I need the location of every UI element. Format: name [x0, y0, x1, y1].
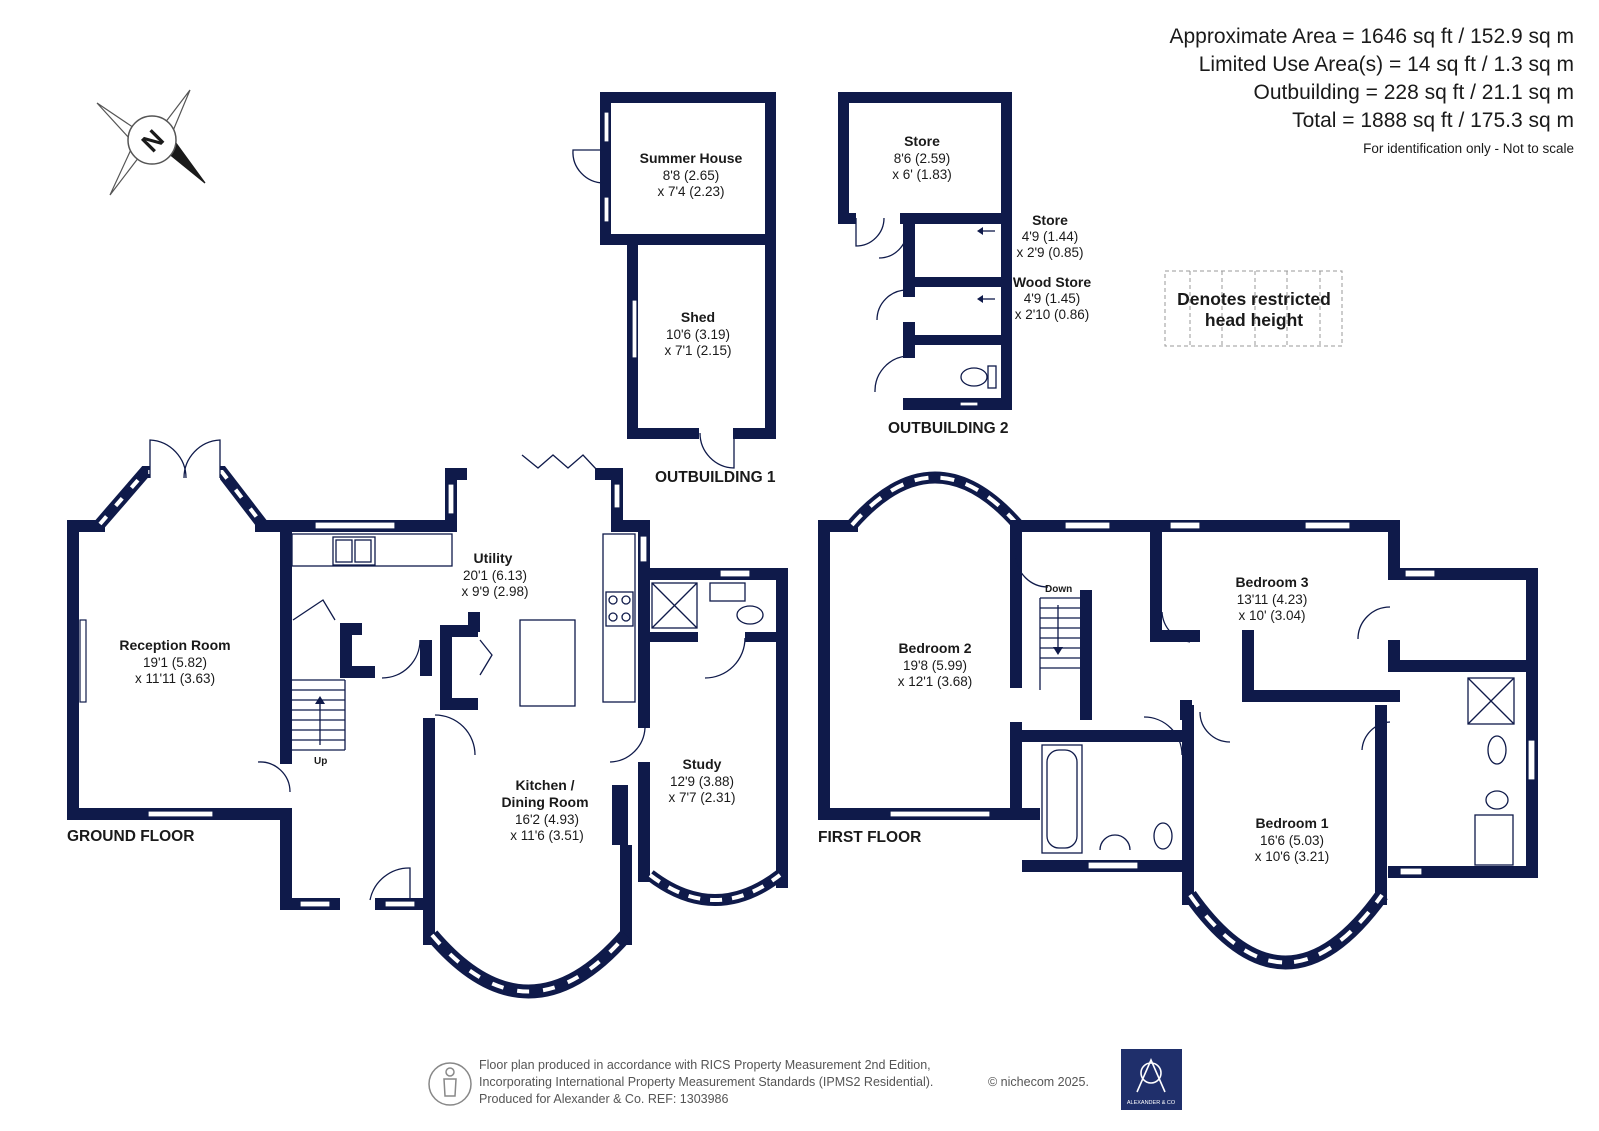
identification-note: For identification only - Not to scale — [1363, 141, 1574, 156]
bedroom2-name: Bedroom 2 — [898, 640, 971, 656]
footer: Floor plan produced in accordance with R… — [428, 1049, 1182, 1110]
compass-icon: N — [96, 89, 206, 196]
first-floor: Down Bedroom 2 19'8 (5.99) x 12'1 (3.68)… — [818, 471, 1538, 970]
utility-dim2: x 9'9 (2.98) — [461, 584, 528, 599]
reception-room-name: Reception Room — [119, 637, 230, 653]
summer-house-dim1: 8'8 (2.65) — [663, 168, 720, 183]
footer-copyright: © nichecom 2025. — [988, 1075, 1089, 1089]
store-b-dim2: x 2'9 (0.85) — [1016, 245, 1083, 260]
person-icon — [428, 1062, 472, 1106]
footer-line-3: Produced for Alexander & Co. REF: 130398… — [479, 1092, 729, 1106]
reception-room-dim2: x 11'11 (3.63) — [135, 671, 215, 686]
kitchen-name-1: Kitchen / — [515, 777, 574, 793]
study-dim1: 12'9 (3.88) — [670, 774, 734, 789]
bedroom3-dim1: 13'11 (4.23) — [1237, 592, 1308, 607]
kitchen-dim2: x 11'6 (3.51) — [510, 828, 584, 843]
ground-floor: Up Rec — [67, 439, 788, 999]
shed-dim1: 10'6 (3.19) — [666, 327, 730, 342]
reception-room-dim1: 19'1 (5.82) — [143, 655, 207, 670]
restricted-height-legend: Denotes restricted head height — [1164, 270, 1343, 347]
kitchen-name-2: Dining Room — [501, 794, 588, 810]
legend-line-1: Denotes restricted — [1177, 289, 1331, 309]
ground-floor-label: GROUND FLOOR — [67, 828, 194, 845]
study-dim2: x 7'7 (2.31) — [668, 790, 735, 805]
store-a-name: Store — [904, 133, 940, 149]
shed-dim2: x 7'1 (2.15) — [664, 343, 731, 358]
utility-name: Utility — [474, 550, 513, 566]
footer-line-2: Incorporating International Property Mea… — [479, 1075, 933, 1089]
store-b-dim1: 4'9 (1.44) — [1022, 229, 1079, 244]
utility-dim1: 20'1 (6.13) — [463, 568, 527, 583]
area-summary: Approximate Area = 1646 sq ft / 152.9 sq… — [1170, 25, 1575, 156]
outbuilding-1: Summer House 8'8 (2.65) x 7'4 (2.23) She… — [572, 92, 776, 486]
approximate-area: Approximate Area = 1646 sq ft / 152.9 sq… — [1170, 25, 1575, 48]
shed-name: Shed — [681, 309, 715, 325]
footer-line-1: Floor plan produced in accordance with R… — [479, 1058, 931, 1072]
summer-house-dim2: x 7'4 (2.23) — [657, 184, 724, 199]
logo-text: ALEXANDER & CO — [1127, 1100, 1176, 1106]
study-name: Study — [683, 756, 722, 772]
bedroom3-dim2: x 10' (3.04) — [1238, 608, 1305, 623]
legend-line-2: head height — [1205, 310, 1303, 330]
store-b-name: Store — [1032, 212, 1068, 228]
wood-store-name: Wood Store — [1013, 274, 1092, 290]
summer-house-name: Summer House — [640, 150, 743, 166]
bedroom1-dim2: x 10'6 (3.21) — [1255, 849, 1330, 864]
alexander-co-logo: ALEXANDER & CO — [1121, 1049, 1182, 1110]
outbuilding-1-label: OUTBUILDING 1 — [655, 469, 776, 486]
store-a-dim1: 8'6 (2.59) — [894, 151, 951, 166]
kitchen-dim1: 16'2 (4.93) — [515, 812, 579, 827]
stairs-up-label: Up — [314, 756, 327, 767]
bedroom3-name: Bedroom 3 — [1235, 574, 1308, 590]
stairs-down-label: Down — [1045, 584, 1072, 595]
outbuilding-area: Outbuilding = 228 sq ft / 21.1 sq m — [1254, 81, 1574, 104]
bedroom2-dim2: x 12'1 (3.68) — [898, 674, 973, 689]
bedroom2-dim1: 19'8 (5.99) — [903, 658, 967, 673]
outbuilding-2-label: OUTBUILDING 2 — [888, 420, 1009, 437]
first-floor-label: FIRST FLOOR — [818, 829, 921, 846]
bedroom1-dim1: 16'6 (5.03) — [1260, 833, 1324, 848]
bedroom1-name: Bedroom 1 — [1255, 815, 1328, 831]
store-a-dim2: x 6' (1.83) — [892, 167, 952, 182]
total-area: Total = 1888 sq ft / 175.3 sq m — [1292, 109, 1574, 132]
wood-store-dim2: x 2'10 (0.86) — [1015, 307, 1090, 322]
outbuilding-2: Store 8'6 (2.59) x 6' (1.83) Store 4'9 (… — [838, 92, 1091, 437]
limited-use-area: Limited Use Area(s) = 14 sq ft / 1.3 sq … — [1199, 53, 1574, 76]
wood-store-dim1: 4'9 (1.45) — [1024, 291, 1081, 306]
